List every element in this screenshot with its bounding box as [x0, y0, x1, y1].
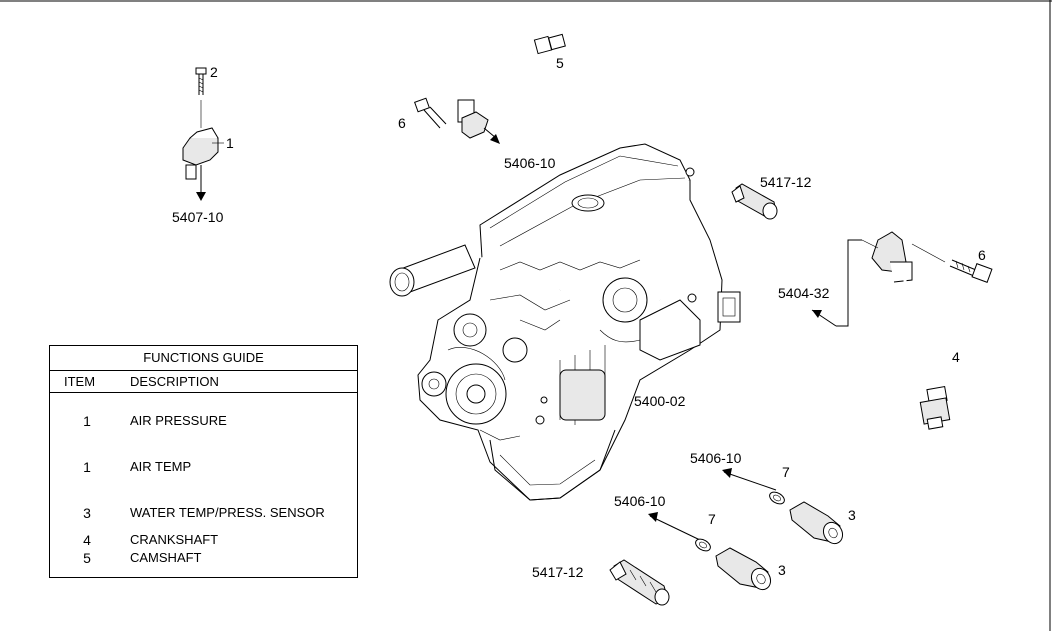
label-5404-32: 5404-32	[778, 285, 830, 301]
label-part-6-right: 6	[978, 247, 986, 263]
row-item: 5	[83, 550, 91, 566]
row-item: 4	[83, 532, 91, 548]
label-part-3-upper: 3	[848, 507, 856, 523]
label-part-3-lower: 3	[778, 562, 786, 578]
label-5400-02: 5400-02	[634, 393, 686, 409]
label-5406-10-lower: 5406-10	[614, 493, 666, 509]
bolt-6-right	[949, 259, 993, 283]
crankshaft-sensor-assembly	[811, 231, 951, 430]
engine-block	[389, 143, 741, 501]
table-row: 5 CAMSHAFT	[50, 550, 357, 568]
label-part-2: 2	[210, 64, 218, 80]
table-row: 1 AIR PRESSURE	[50, 413, 357, 431]
bolt-6-left	[414, 97, 447, 129]
label-part-7-upper: 7	[782, 464, 790, 480]
camshaft-sensor-assembly	[436, 29, 566, 144]
row-item: 1	[83, 413, 91, 429]
label-part-6-left: 6	[398, 115, 406, 131]
label-5417-12-top: 5417-12	[760, 174, 812, 190]
row-description: CRANKSHAFT	[130, 532, 219, 547]
water-temp-sensor-lower	[648, 512, 772, 591]
label-5406-10-top: 5406-10	[504, 155, 556, 171]
row-description: CAMSHAFT	[130, 550, 202, 565]
table-row: 3 WATER TEMP/PRESS. SENSOR	[50, 505, 357, 523]
row-description: AIR PRESSURE	[130, 413, 227, 428]
plug-5417-12-bottom	[609, 559, 670, 606]
column-header-item: ITEM	[64, 374, 96, 389]
label-part-4: 4	[952, 349, 960, 365]
label-5406-10-right: 5406-10	[690, 450, 742, 466]
row-description: WATER TEMP/PRESS. SENSOR	[130, 505, 325, 520]
row-item: 3	[83, 505, 91, 521]
label-5417-12-bottom: 5417-12	[532, 564, 584, 580]
plug-5417-12-top	[731, 183, 778, 220]
functions-guide-title: FUNCTIONS GUIDE	[50, 346, 357, 371]
functions-guide-table: FUNCTIONS GUIDE ITEM DESCRIPTION 1 AIR P…	[49, 345, 358, 578]
label-part-1: 1	[226, 135, 234, 151]
functions-guide-column-headers: ITEM DESCRIPTION	[50, 370, 357, 393]
air-pressure-sensor-assembly	[182, 67, 224, 201]
label-part-7-lower: 7	[708, 511, 716, 527]
water-temp-sensor-upper	[722, 468, 844, 545]
table-row: 1 AIR TEMP	[50, 459, 357, 477]
table-row: 4 CRANKSHAFT	[50, 532, 357, 550]
label-part-5: 5	[556, 55, 564, 71]
column-header-description: DESCRIPTION	[130, 374, 219, 389]
row-description: AIR TEMP	[130, 459, 192, 474]
label-5407-10: 5407-10	[172, 209, 224, 225]
row-item: 1	[83, 459, 91, 475]
